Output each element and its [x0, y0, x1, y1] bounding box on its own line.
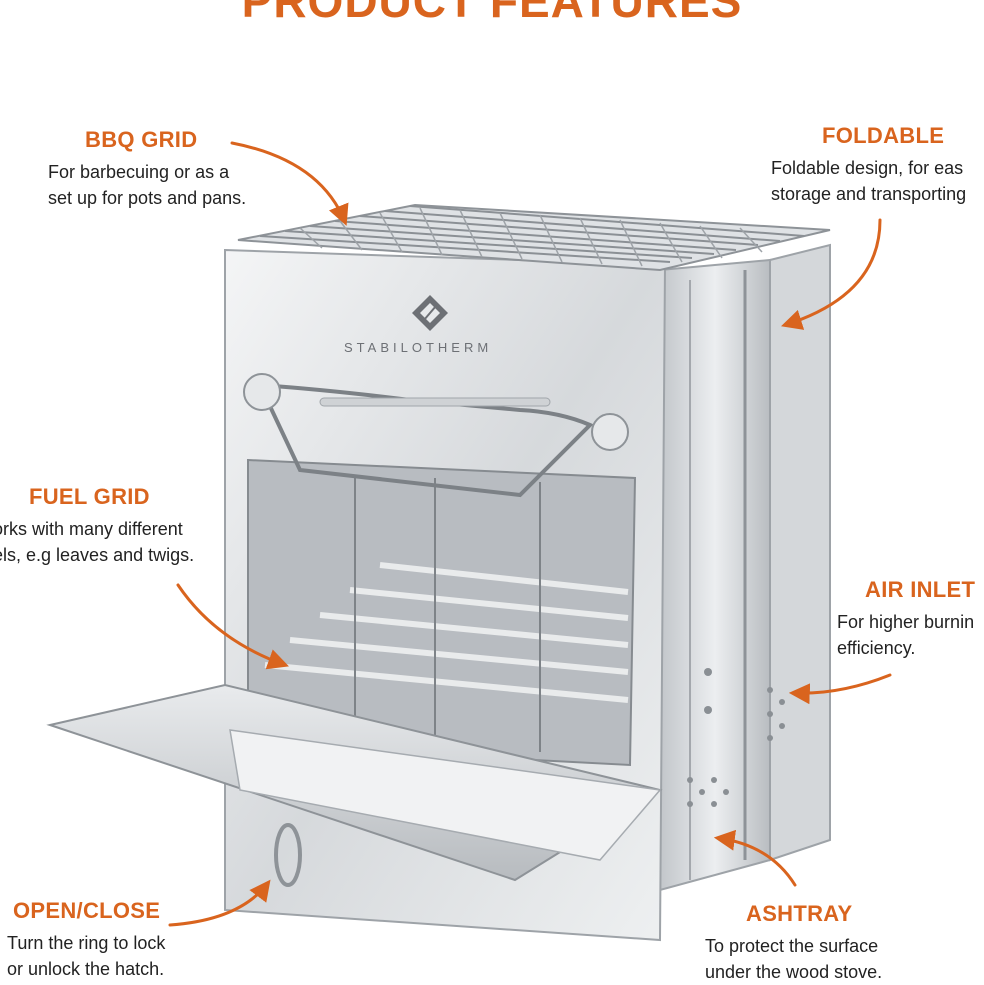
feature-line: set up for pots and pans.: [48, 188, 247, 208]
fuel-grid-bars: [264, 562, 629, 703]
feature-fuel-grid: FUEL GRID orks with many different els, …: [0, 484, 233, 568]
feature-line: Turn the ring to lock: [7, 933, 166, 953]
brand-text: STABILOTHERM: [344, 340, 492, 355]
side-panels: [659, 243, 831, 892]
arrow-bbq-grid: [230, 141, 349, 226]
arrow-foldable: [780, 218, 882, 330]
arrow-ashtray: [713, 829, 797, 887]
feature-title: AIR INLET: [865, 577, 976, 602]
page-title: PRODUCT FEATURES: [241, 0, 743, 27]
feature-air-inlet: AIR INLET For higher burnin efficiency.: [837, 577, 984, 661]
feature-bbq-grid: BBQ GRID For barbecuing or as a set up f…: [48, 127, 246, 211]
feature-title: FOLDABLE: [822, 123, 945, 148]
brand-logo: [412, 295, 448, 331]
feature-title: FUEL GRID: [29, 484, 150, 509]
feature-line: under the wood stove.: [705, 962, 883, 982]
feature-open-close: OPEN/CLOSE Turn the ring to lock or unlo…: [7, 898, 165, 982]
feature-foldable: FOLDABLE Foldable design, for eas storag…: [771, 123, 984, 207]
feature-line: orks with many different: [0, 519, 183, 539]
feature-line: or unlock the hatch.: [7, 959, 165, 979]
bbq-grid: [237, 203, 831, 272]
feature-line: efficiency.: [837, 638, 916, 658]
feature-line: els, e.g leaves and twigs.: [0, 545, 195, 565]
feature-line: To protect the surface: [705, 936, 879, 956]
arrow-air-inlet: [788, 673, 892, 705]
feature-title: ASHTRAY: [746, 901, 853, 926]
arrow-fuel-grid: [176, 583, 289, 670]
feature-ashtray: ASHTRAY To protect the surface under the…: [705, 901, 882, 985]
arrow-open-close: [168, 879, 271, 927]
feature-title: BBQ GRID: [85, 127, 198, 152]
feature-line: storage and transporting: [771, 184, 967, 204]
feature-title: OPEN/CLOSE: [13, 898, 161, 923]
feature-line: For higher burnin: [837, 612, 975, 632]
lock-ring: [274, 823, 302, 887]
feature-line: For barbecuing or as a: [48, 162, 230, 182]
feature-line: Foldable design, for eas: [771, 158, 964, 178]
